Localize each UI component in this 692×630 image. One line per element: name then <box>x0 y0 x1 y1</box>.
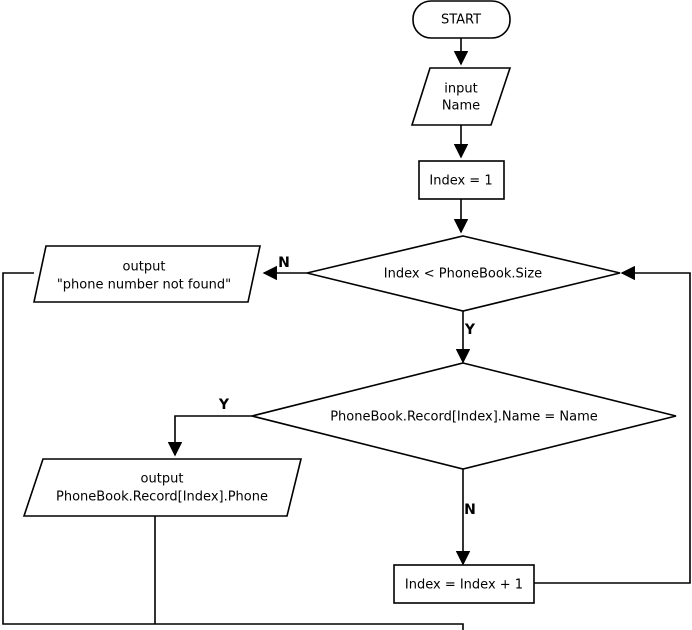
output-phone-line2: PhoneBook.Record[Index].Phone <box>56 490 268 505</box>
output-phone-node: output PhoneBook.Record[Index].Phone <box>22 458 303 517</box>
edge-label-loop-yes: Y <box>464 322 476 338</box>
start-label: START <box>441 13 481 28</box>
edge-label-loop-no: N <box>278 255 290 271</box>
increment-label: Index = Index + 1 <box>405 578 523 593</box>
input-name-node: input Name <box>410 67 512 126</box>
name-check-label: PhoneBook.Record[Index].Name = Name <box>330 410 598 425</box>
increment-node: Index = Index + 1 <box>393 564 535 604</box>
name-check-node: PhoneBook.Record[Index].Name = Name <box>251 362 677 470</box>
edge-label-match-no: N <box>464 502 476 518</box>
start-node: START <box>412 0 511 39</box>
output-phone-line1: output <box>141 472 184 487</box>
input-name-line1: input <box>444 82 477 97</box>
edge-match-yes <box>167 415 252 457</box>
init-index-node: Index = 1 <box>418 160 505 200</box>
loop-check-label: Index < PhoneBook.Size <box>384 267 542 282</box>
loop-check-node: Index < PhoneBook.Size <box>306 235 621 312</box>
edge-increment-loop-back <box>534 265 691 584</box>
input-name-line2: Name <box>442 99 480 114</box>
not-found-node: output "phone number not found" <box>33 245 261 303</box>
connectors <box>2 38 691 630</box>
not-found-line1: output <box>123 260 166 275</box>
edge-label-match-yes: Y <box>218 397 230 413</box>
init-index-label: Index = 1 <box>429 174 492 189</box>
not-found-line2: "phone number not found" <box>57 278 231 293</box>
edge-not-found-to-end <box>2 272 464 630</box>
